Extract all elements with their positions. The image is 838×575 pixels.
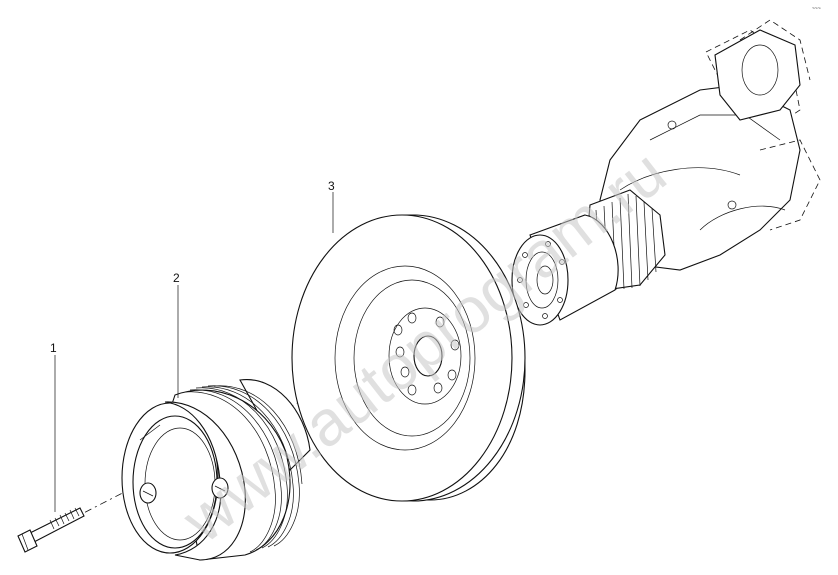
damper-bolt-holes [393,312,460,396]
callout-1-label: 1 [50,341,57,355]
callout-2: 2 [173,271,180,398]
corner-mark: ~~~ [812,6,821,12]
crankshaft [511,19,821,326]
pulley-grooves [184,385,303,553]
callout-3-label: 3 [328,179,335,193]
callout-3: 3 [328,179,335,233]
bolt [17,507,85,553]
callout-1: 1 [50,341,57,512]
damper-disc [291,214,526,502]
pulley [121,379,311,561]
callout-2-label: 2 [173,271,180,285]
bolt-thread [49,507,80,530]
snout-bolt-holes [517,241,565,319]
